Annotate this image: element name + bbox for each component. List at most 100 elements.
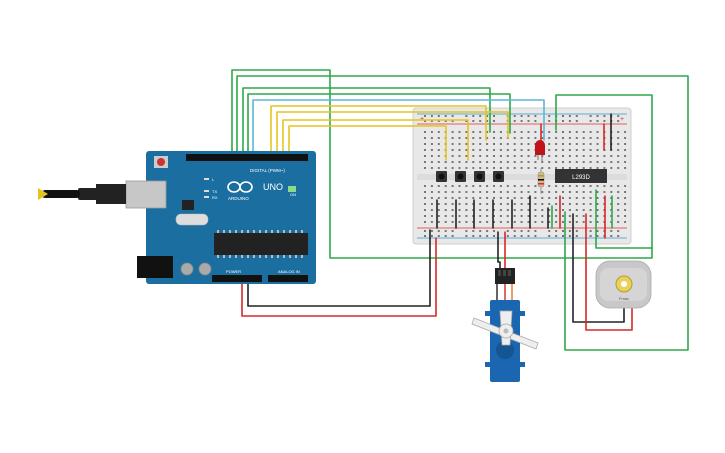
breadboard-hole <box>493 155 495 157</box>
breadboard-hole <box>430 161 433 163</box>
breadboard-hole <box>486 215 489 217</box>
breadboard-hole <box>568 149 571 151</box>
breadboard-hole <box>451 230 454 232</box>
breadboard-hole <box>555 155 558 157</box>
breadboard-hole <box>506 203 509 205</box>
breadboard-hole <box>430 149 433 151</box>
breadboard-hole <box>548 191 551 193</box>
breadboard-hole <box>610 185 613 187</box>
breadboard-hole <box>520 115 523 117</box>
breadboard-hole <box>575 203 578 205</box>
breadboard-hole <box>562 155 564 157</box>
breadboard-hole <box>527 155 530 157</box>
breadboard-hole <box>520 137 523 139</box>
wire-green-board <box>595 189 653 249</box>
breadboard-hole <box>555 215 558 217</box>
breadboard-hole <box>562 120 564 122</box>
breadboard-hole <box>603 120 606 122</box>
breadboard-hole <box>589 161 592 163</box>
breadboard-hole <box>444 203 447 205</box>
breadboard-hole <box>541 191 544 193</box>
wire-red-5v <box>241 237 437 317</box>
breadboard-hole <box>534 131 537 133</box>
breadboard-hole <box>555 143 558 145</box>
breadboard-hole <box>562 161 564 163</box>
breadboard-hole <box>437 197 440 199</box>
breadboard-hole <box>548 120 551 122</box>
breadboard-hole <box>527 115 530 117</box>
breadboard-hole <box>458 143 461 145</box>
breadboard-hole <box>548 203 551 205</box>
breadboard-hole <box>575 120 578 122</box>
breadboard-hole <box>430 155 433 157</box>
breadboard-hole <box>596 215 599 217</box>
breadboard-hole <box>603 185 606 187</box>
breadboard-hole <box>451 115 454 117</box>
breadboard-hole <box>624 155 627 157</box>
breadboard-hole <box>575 185 578 187</box>
breadboard-hole <box>451 191 454 193</box>
breadboard-hole <box>513 197 516 199</box>
breadboard-hole <box>548 143 551 145</box>
breadboard-hole <box>562 149 564 151</box>
breadboard-hole <box>596 235 599 237</box>
breadboard-hole <box>589 137 592 139</box>
breadboard-hole <box>465 149 468 151</box>
breadboard-hole <box>472 230 475 232</box>
breadboard-hole <box>451 221 454 223</box>
breadboard-hole <box>534 115 537 117</box>
breadboard-hole <box>527 197 530 199</box>
breadboard-hole <box>513 137 516 139</box>
breadboard-hole <box>479 120 482 122</box>
breadboard-hole <box>589 203 592 205</box>
breadboard-hole <box>465 161 468 163</box>
servo-motor <box>471 268 539 382</box>
breadboard-hole <box>506 221 509 223</box>
breadboard-hole <box>458 137 461 139</box>
breadboard-hole <box>596 230 599 232</box>
breadboard-hole <box>617 149 620 151</box>
breadboard-hole <box>437 191 440 193</box>
breadboard-hole <box>568 185 571 187</box>
breadboard-hole <box>534 209 537 211</box>
breadboard-hole <box>562 143 564 145</box>
breadboard-hole <box>617 185 620 187</box>
breadboard-hole <box>624 185 627 187</box>
breadboard-hole <box>562 235 564 237</box>
breadboard-hole <box>506 230 509 232</box>
breadboard-hole <box>589 197 592 199</box>
breadboard-hole <box>430 209 433 211</box>
breadboard-hole <box>555 203 558 205</box>
breadboard-hole <box>555 197 558 199</box>
breadboard-hole <box>486 221 489 223</box>
breadboard-hole <box>479 197 482 199</box>
breadboard-hole <box>472 185 475 187</box>
breadboard-hole <box>527 137 530 139</box>
breadboard-hole <box>624 137 627 139</box>
breadboard-hole <box>575 191 578 193</box>
arduino-sub-brand: ARDUINO <box>228 196 249 201</box>
pushbuttons[interactable] <box>436 171 504 182</box>
breadboard-hole <box>493 221 495 223</box>
breadboard-hole <box>534 221 537 223</box>
breadboard-hole <box>617 167 620 169</box>
breadboard-hole <box>617 215 620 217</box>
breadboard-hole <box>617 120 620 122</box>
breadboard-hole <box>437 161 440 163</box>
breadboard-hole <box>486 155 489 157</box>
breadboard-hole <box>534 215 537 217</box>
breadboard-hole <box>589 143 592 145</box>
breadboard-hole <box>451 197 454 199</box>
breadboard-hole <box>603 191 606 193</box>
breadboard-hole <box>624 149 627 151</box>
l293d-chip: L293D <box>555 169 607 183</box>
breadboard-hole <box>589 221 592 223</box>
breadboard-hole <box>451 137 454 139</box>
breadboard-hole <box>603 115 606 117</box>
breadboard-hole <box>562 167 564 169</box>
rx-label: RX <box>212 195 218 200</box>
breadboard-hole <box>430 215 433 217</box>
breadboard-hole <box>424 115 426 117</box>
breadboard-hole <box>582 215 585 217</box>
breadboard-hole <box>486 235 489 237</box>
